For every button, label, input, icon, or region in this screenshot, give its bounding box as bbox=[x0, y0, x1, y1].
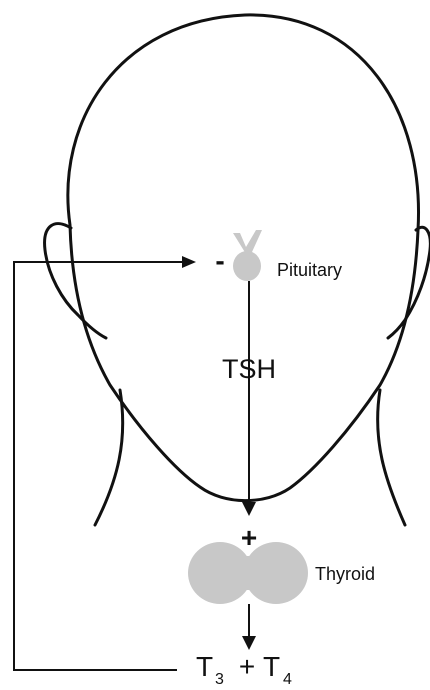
t3-base: T bbox=[196, 651, 213, 682]
t4-base: T bbox=[263, 651, 280, 682]
neck-right bbox=[378, 390, 405, 525]
pituitary-gland bbox=[233, 230, 262, 281]
right-ear bbox=[388, 227, 430, 338]
output-plus: + bbox=[239, 651, 255, 682]
stimulation-sign: + bbox=[241, 522, 257, 553]
neck-left bbox=[95, 390, 123, 525]
feedback-loop-line bbox=[14, 262, 183, 670]
t3-subscript: 3 bbox=[215, 671, 224, 688]
t4-subscript: 4 bbox=[283, 671, 292, 688]
tsh-label: TSH bbox=[222, 354, 276, 384]
inhibition-sign: - bbox=[215, 245, 224, 276]
output-arrowhead bbox=[242, 636, 256, 650]
thyroid-label: Thyroid bbox=[315, 564, 375, 584]
tsh-arrowhead bbox=[242, 502, 256, 516]
pituitary-label: Pituitary bbox=[277, 260, 342, 280]
thyroid-hormone-output: T 3 + T 4 bbox=[196, 651, 292, 688]
feedback-arrowhead bbox=[182, 256, 196, 268]
